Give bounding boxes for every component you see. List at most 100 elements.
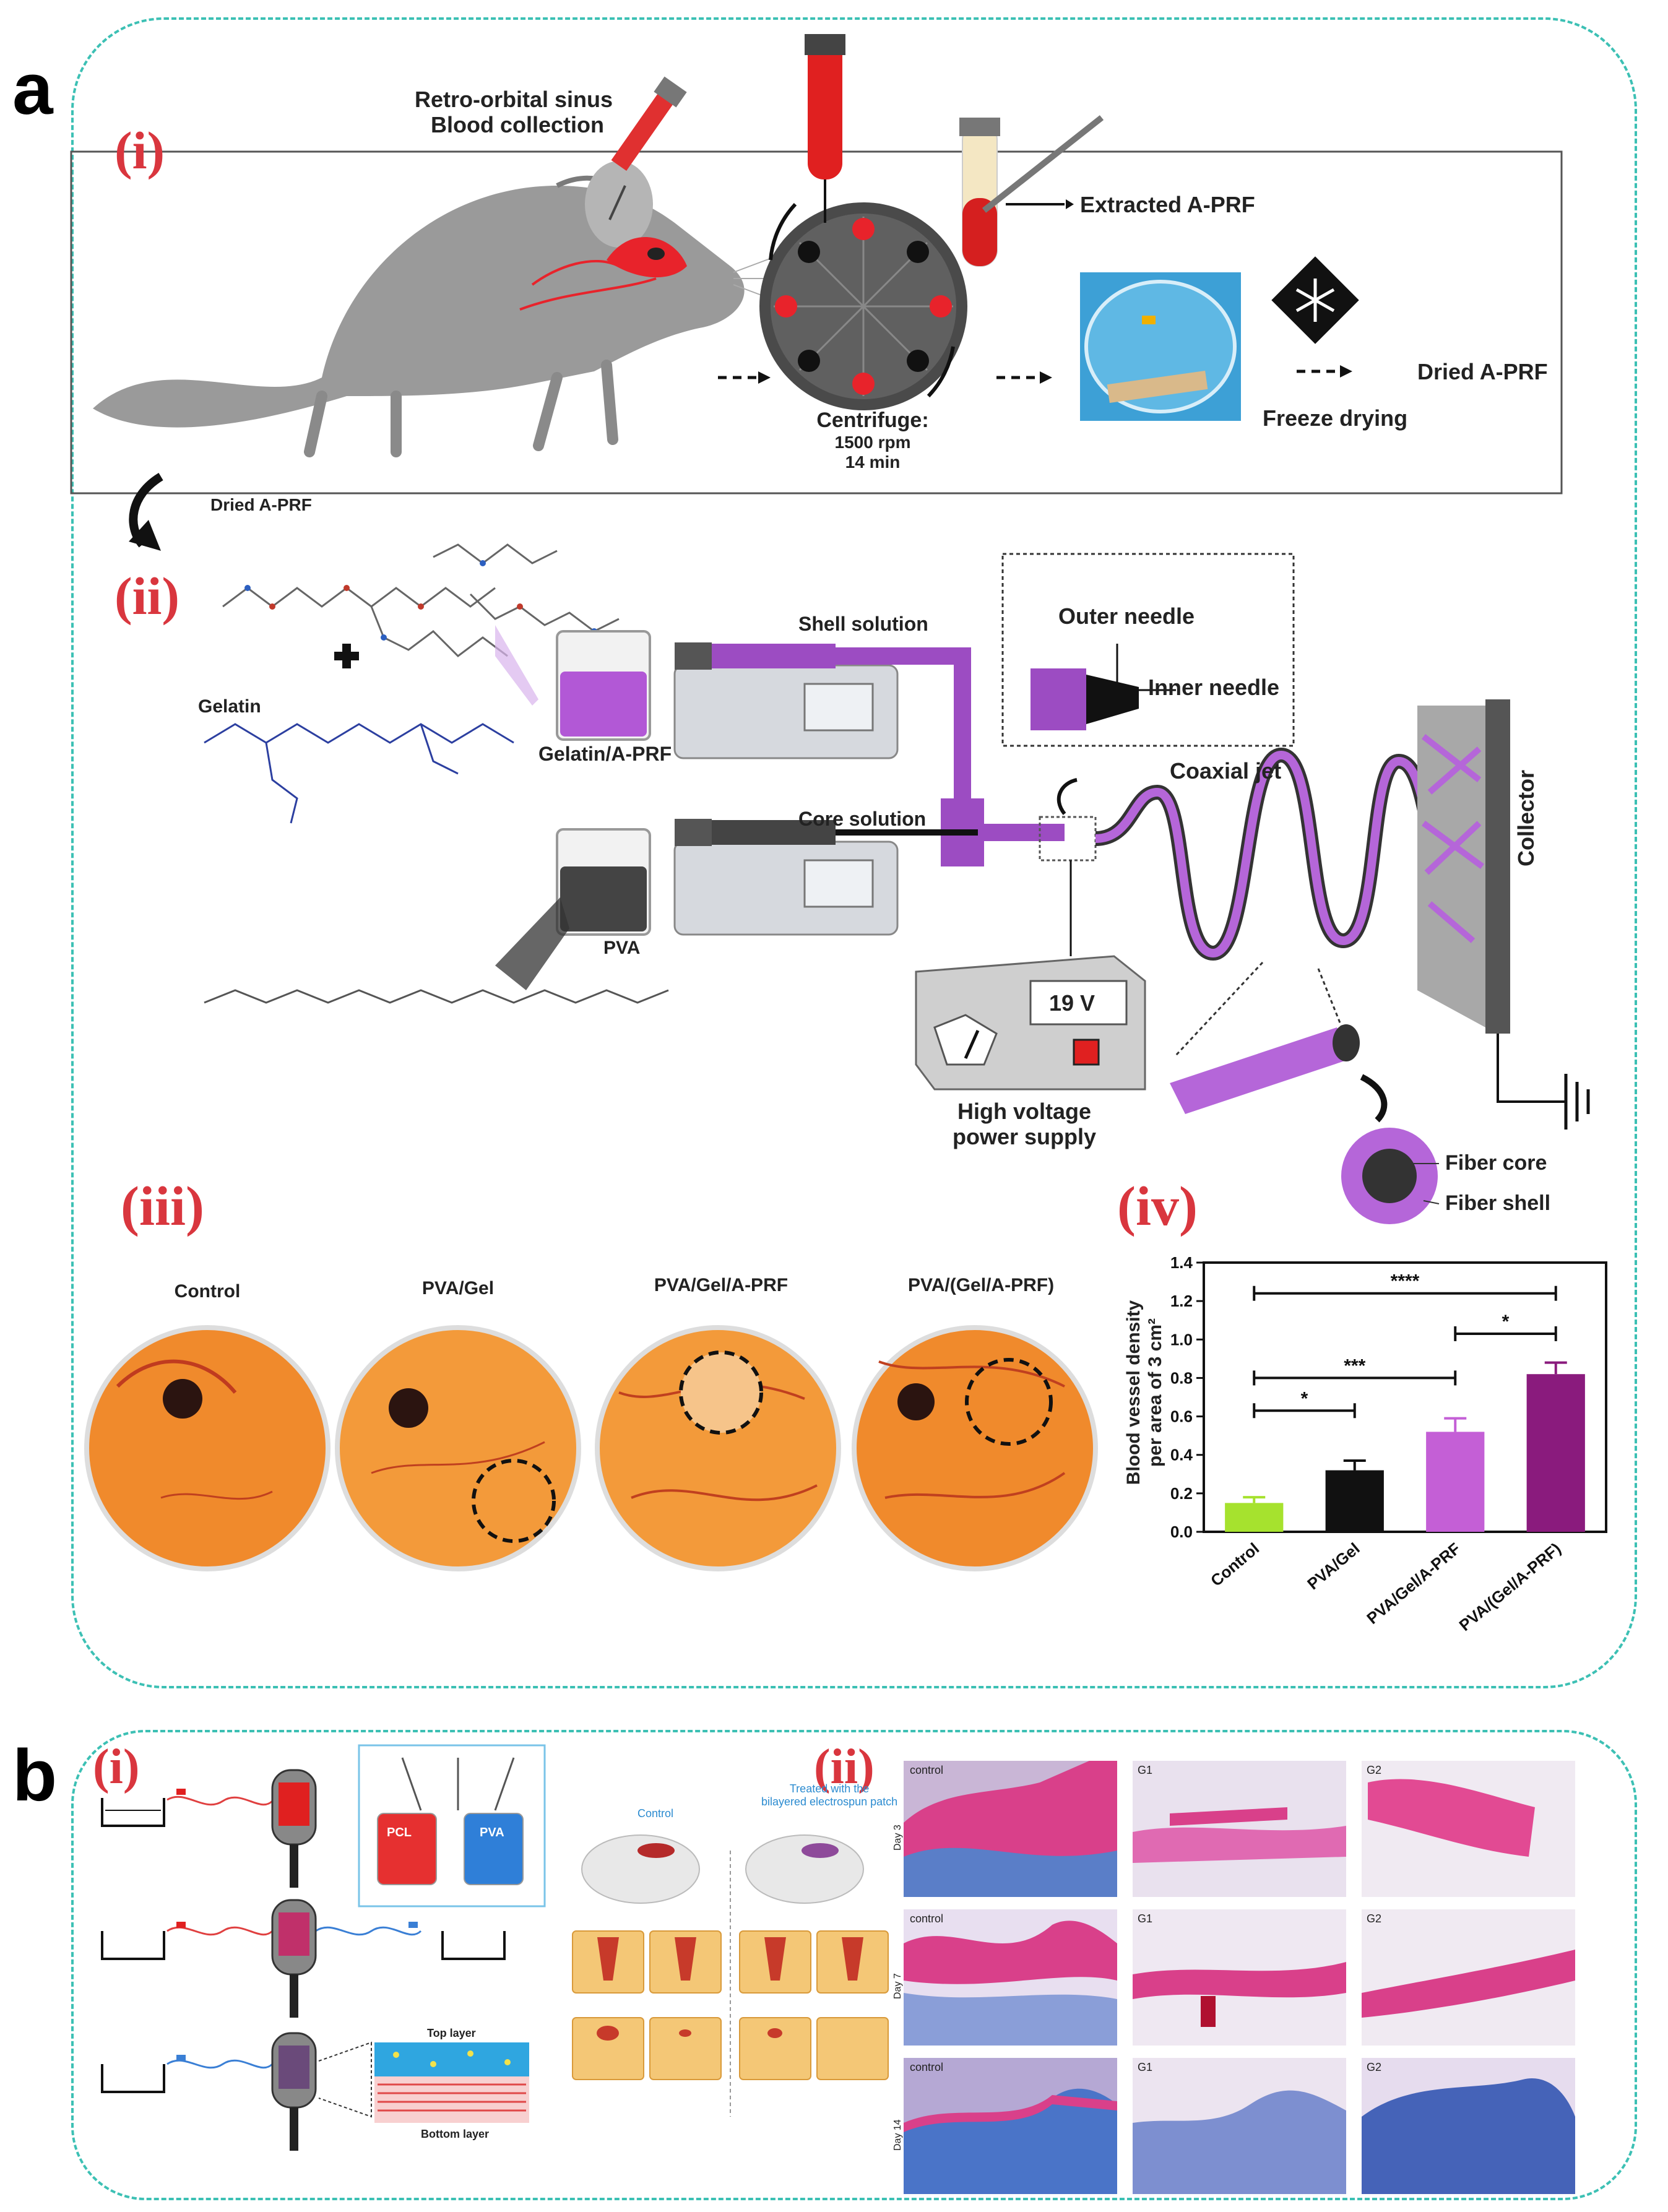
core-syringe-pump: [673, 819, 899, 936]
x-tick-label: PVA/Gel/A-PRF: [1363, 1539, 1464, 1628]
inner-needle-label: Inner needle: [1148, 675, 1280, 700]
cam-group-label-pva-gel-aprf: PVA/Gel/A-PRF: [654, 1275, 789, 1295]
freeze-drying-label: Freeze drying: [1263, 405, 1408, 431]
histo-row-day7: Day 7: [892, 1973, 903, 1999]
blood-collection-line2: Blood collection: [431, 112, 605, 138]
panel-letter-b: b: [12, 1735, 58, 1817]
needle-inset-frame: [1001, 553, 1295, 747]
extracted-tube-illustration: [959, 115, 1104, 267]
pva-label: PVA: [603, 938, 641, 958]
plus-sign: [334, 644, 359, 668]
centrifuge-illustration: [759, 34, 967, 410]
cam-photo-control: [84, 1325, 331, 1571]
petri-dish-photo: [1080, 272, 1241, 421]
blood-collection-label: Retro-orbital sinus Blood collection: [415, 87, 613, 138]
y-tick-label: 0.6: [1170, 1407, 1193, 1426]
chart-frame: [1203, 1261, 1607, 1533]
y-tick-label: 0.0: [1170, 1523, 1193, 1541]
panel-a-border: [71, 17, 1637, 1688]
bar: [1325, 1470, 1384, 1532]
b-layer-inset: [318, 2041, 529, 2123]
histo-col-g1-day7: G1: [1138, 1912, 1153, 1925]
gelatin-beaker: [495, 625, 651, 741]
label-b-ii: (ii): [814, 1740, 875, 1794]
chart-y-axis-label: Blood vessel density per area of 3 cm²: [1123, 1256, 1166, 1529]
voltage-display: 19 V: [1049, 990, 1095, 1016]
blood-tube: [808, 37, 842, 179]
cam-photo-pva-gel-aprf: [595, 1325, 841, 1571]
power-supply-line2: power supply: [952, 1124, 1097, 1150]
fiber-core-label: Fiber core: [1445, 1151, 1547, 1175]
cam-group-label-pva-gel: PVA/Gel: [421, 1278, 495, 1298]
histo-col-control-day7: control: [910, 1912, 944, 1925]
histo-col-g2-day3: G2: [1367, 1764, 1382, 1776]
centrifuge-label: Centrifuge: 1500 rpm 14 min: [811, 408, 935, 472]
extracted-aprf-label: Extracted A-PRF: [1080, 192, 1255, 217]
coaxial-jet-label: Coaxial jet: [1170, 758, 1282, 784]
collector-label: Collector: [1513, 769, 1539, 866]
top-layer-label: Top layer: [427, 2027, 476, 2039]
histo-col-control-day3: control: [910, 1764, 944, 1776]
x-tick-label: PVA/(Gel/A-PRF): [1456, 1539, 1565, 1635]
gelatin-label: Gelatin: [198, 696, 261, 717]
centrifuge-line1: Centrifuge:: [816, 408, 929, 432]
power-supply-label: High voltage power supply: [922, 1099, 1126, 1150]
histo-row-day3: Day 3: [892, 1825, 903, 1851]
b-beaker-inset: [358, 1744, 546, 1907]
ground-wire: [1497, 1034, 1566, 1103]
y-tick-label: 1.4: [1170, 1256, 1193, 1272]
bar: [1426, 1432, 1485, 1532]
rat-ear: [585, 161, 653, 248]
treated-line1: Treated with the: [789, 1782, 870, 1795]
label-a-iv: (iv): [1117, 1176, 1198, 1237]
coaxial-needle-shape: [1031, 644, 1176, 730]
x-tick-label: Control: [1207, 1539, 1263, 1590]
b-rotating-collectors: [271, 1769, 317, 2151]
centrifuge-line2: 1500 rpm: [834, 433, 911, 452]
panel-letter-a: a: [12, 48, 53, 130]
fiber-illustration: [1170, 1024, 1440, 1224]
significance-label: *: [1502, 1311, 1510, 1332]
b-histology-grid: [904, 1761, 1575, 2194]
pva-molecule: [204, 989, 669, 1004]
power-supply-line1: High voltage: [957, 1099, 1092, 1124]
y-tick-label: 1.0: [1170, 1330, 1193, 1349]
treated-line2: bilayered electrospun patch: [761, 1795, 898, 1808]
bar: [1225, 1503, 1284, 1532]
process-arrows: [718, 369, 1340, 379]
significance-label: *: [1301, 1388, 1308, 1409]
histo-col-g2-day14: G2: [1367, 2061, 1382, 2073]
cam-group-label-pva-gel-aprf-core: PVA/(Gel/A-PRF): [907, 1275, 1055, 1295]
significance-label: ****: [1391, 1271, 1420, 1292]
histo-row-day14: Day 14: [892, 2119, 903, 2151]
histo-col-control-day14: control: [910, 2061, 944, 2073]
cam-group-label-control: Control: [174, 1281, 241, 1302]
rat-illustration: [93, 161, 789, 457]
label-b-i: (i): [93, 1740, 140, 1794]
label-a-iii: (iii): [121, 1176, 204, 1237]
wound-control-label: Control: [637, 1807, 674, 1820]
coaxial-jet-inner: [1095, 750, 1456, 958]
cam-photo-pva-gel-aprf-core: [852, 1325, 1098, 1571]
y-tick-label: 0.8: [1170, 1368, 1193, 1387]
shell-syringe-pump: [673, 642, 899, 759]
coaxial-jet-outer: [1095, 747, 1458, 961]
significance-label: ***: [1344, 1355, 1365, 1376]
y-tick-label: 0.2: [1170, 1484, 1193, 1503]
histo-col-g1-day3: G1: [1138, 1764, 1153, 1776]
gelatin-aprf-label: Gelatin/A-PRF: [538, 743, 672, 765]
wound-treated-label: Treated with the bilayered electrospun p…: [761, 1782, 897, 1808]
y-axis-label-line1: Blood vessel density: [1123, 1300, 1144, 1485]
histo-col-g1-day14: G1: [1138, 2061, 1153, 2073]
centrifuge-line3: 14 min: [845, 452, 901, 472]
pva-beaker-label: PVA: [480, 1826, 504, 1839]
y-tick-label: 1.2: [1170, 1292, 1193, 1310]
dried-aprf-molecule-label: Dried A-PRF: [210, 495, 312, 514]
shell-solution-label: Shell solution: [798, 613, 928, 635]
dried-aprf-label: Dried A-PRF: [1417, 359, 1548, 384]
gelatin-molecule: [204, 723, 514, 824]
label-a-i: (i): [115, 121, 165, 180]
